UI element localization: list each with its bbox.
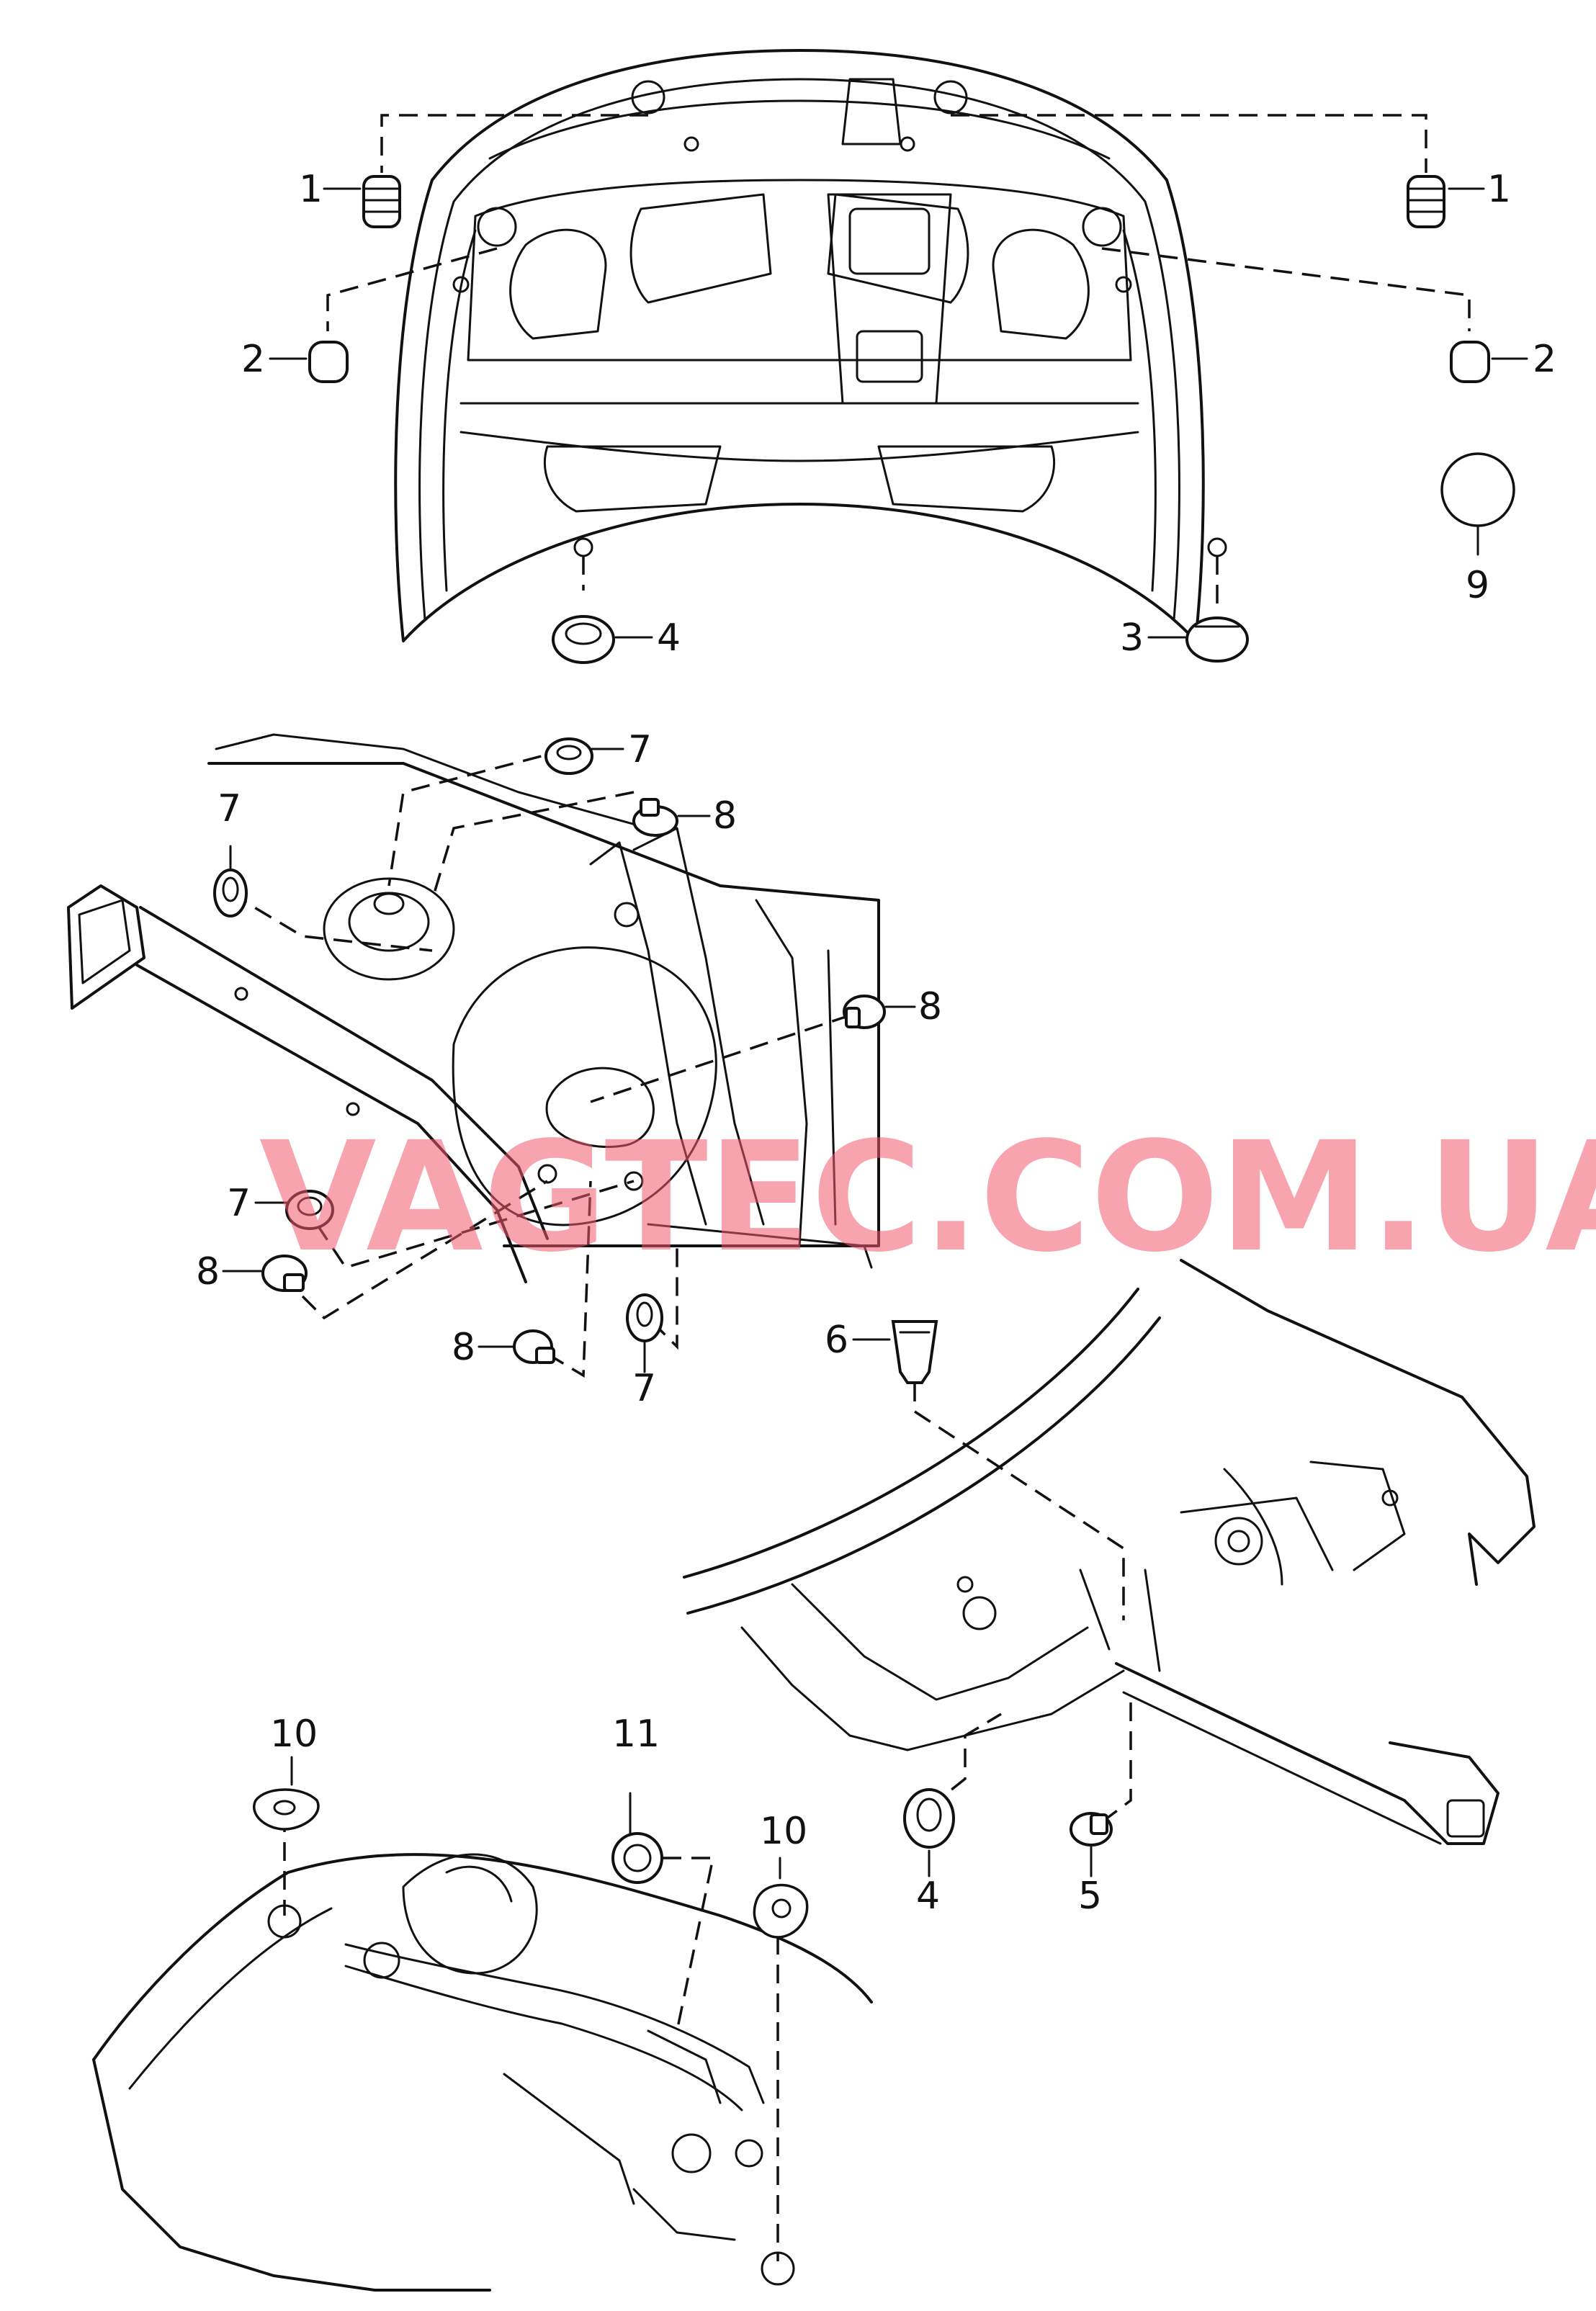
part-8-c-icon bbox=[261, 1255, 308, 1292]
part-10-b-icon bbox=[753, 1883, 809, 1939]
frame-rail-callout-ticks bbox=[852, 1338, 1093, 1877]
callout-8-b: 8 bbox=[918, 985, 942, 1028]
watermark-text: VAGTEC.COM.UA bbox=[259, 1109, 1596, 1285]
callout-7-c: 7 bbox=[227, 1182, 251, 1225]
frame-rail-drawing bbox=[683, 1259, 1536, 1845]
part-7-d-icon bbox=[626, 1293, 663, 1342]
part-4-frame-icon bbox=[903, 1788, 955, 1849]
part-7-a-icon bbox=[544, 737, 593, 775]
hood-callout-ticks bbox=[269, 187, 1528, 639]
callout-3: 3 bbox=[1120, 616, 1144, 660]
callout-11: 11 bbox=[612, 1713, 660, 1756]
callout-2-left: 2 bbox=[241, 338, 265, 381]
part-7-b-icon bbox=[213, 869, 248, 917]
wheelhouse-leaders bbox=[230, 748, 851, 1378]
callout-1-right: 1 bbox=[1487, 168, 1511, 211]
part-8-a-icon bbox=[632, 798, 678, 837]
part-10-a-icon bbox=[253, 1788, 320, 1831]
floor-panel-leaders bbox=[283, 1813, 779, 2261]
floor-panel-drawing bbox=[92, 1853, 873, 2292]
part-1-left-icon bbox=[362, 175, 401, 228]
part-8-d-icon bbox=[513, 1329, 555, 1364]
callout-2-right: 2 bbox=[1533, 338, 1556, 381]
part-4-hood-icon bbox=[552, 615, 615, 664]
part-6-icon bbox=[891, 1320, 938, 1384]
callout-labels: 1 1 2 2 3 4 9 7 8 7 8 7 8 8 7 6 4 5 10 1… bbox=[196, 168, 1556, 1918]
part-1-right-icon bbox=[1407, 175, 1445, 228]
callout-6: 6 bbox=[825, 1319, 848, 1362]
floor-callout-ticks bbox=[290, 1756, 781, 1880]
callout-1-left: 1 bbox=[299, 168, 323, 211]
callout-7-b: 7 bbox=[218, 787, 241, 830]
callout-7-d: 7 bbox=[632, 1367, 656, 1410]
part-11-icon bbox=[611, 1832, 663, 1884]
part-2-right-icon bbox=[1450, 341, 1490, 383]
wheelhouse-drawing bbox=[67, 733, 880, 1283]
hood-leaders bbox=[326, 114, 1471, 605]
wheelhouse-callout-ticks bbox=[222, 748, 916, 1373]
callout-10-a: 10 bbox=[270, 1713, 318, 1756]
callout-8-d: 8 bbox=[452, 1326, 475, 1369]
callout-7-a: 7 bbox=[628, 728, 652, 771]
callout-4-hood: 4 bbox=[657, 616, 681, 660]
frame-rail-leaders bbox=[913, 1383, 1132, 1823]
part-5-icon bbox=[1070, 1812, 1113, 1846]
part-8-b-icon bbox=[843, 995, 886, 1029]
part-7-c-icon bbox=[285, 1190, 334, 1230]
callout-10-b: 10 bbox=[760, 1810, 807, 1853]
callout-8-a: 8 bbox=[713, 794, 737, 838]
callout-8-c: 8 bbox=[196, 1250, 220, 1293]
part-2-left-icon bbox=[308, 341, 349, 383]
callout-4-frame: 4 bbox=[916, 1875, 940, 1918]
callout-5: 5 bbox=[1078, 1875, 1102, 1918]
hood-drawing bbox=[394, 49, 1227, 642]
callout-9: 9 bbox=[1466, 564, 1489, 607]
part-3-icon bbox=[1185, 616, 1249, 663]
part-9-icon bbox=[1440, 452, 1515, 527]
